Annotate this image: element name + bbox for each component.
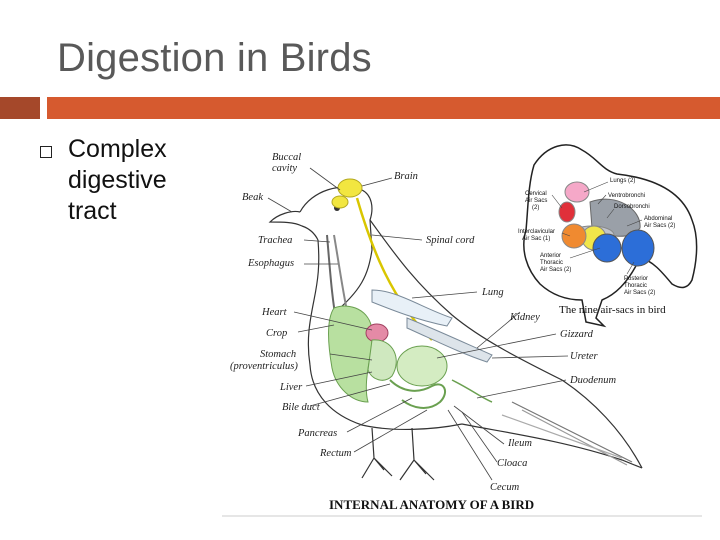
inset-label-anterior-2: Thoracic <box>540 260 563 266</box>
label-spinal-cord: Spinal cord <box>426 235 475 246</box>
label-lung: Lung <box>481 287 504 298</box>
inset-label-posterior-2: Thoracic <box>624 283 647 289</box>
air-sac-inset: Lungs (2) Ventrobronchi Cervical Air Sac… <box>518 144 698 328</box>
inset-label-cervical-3: (2) <box>532 205 539 211</box>
slide-title: Digestion in Birds <box>57 36 372 80</box>
bird-anatomy-illustration: Buccal cavity Brain Beak Trachea Spinal … <box>222 144 702 517</box>
label-buccal: Buccal <box>272 152 301 163</box>
label-ureter: Ureter <box>570 351 599 362</box>
inset-label-cervical-2: Air Sacs <box>525 198 547 204</box>
inset-label-abdominal-1: Abdominal <box>644 216 672 222</box>
label-kidney: Kidney <box>509 312 540 323</box>
inset-label-abdominal-2: Air Sacs (2) <box>644 223 675 229</box>
gizzard-shape <box>396 345 448 387</box>
label-beak: Beak <box>242 192 263 203</box>
label-brain: Brain <box>394 171 418 182</box>
inset-label-ventrobronchi: Ventrobronchi <box>608 193 645 199</box>
label-duodenum: Duodenum <box>569 375 616 386</box>
stomach-shape <box>367 339 397 381</box>
label-cavity: cavity <box>272 163 297 174</box>
bird-anatomy-figure: Buccal cavity Brain Beak Trachea Spinal … <box>222 140 720 518</box>
label-gizzard: Gizzard <box>560 329 594 340</box>
inset-label-interclavicular-1: Interclavicular <box>518 229 555 235</box>
title-accent-bar-left <box>0 97 40 119</box>
bullet-text: Complex digestive tract <box>68 135 167 225</box>
label-esophagus: Esophagus <box>247 258 294 269</box>
bullet-square-icon <box>40 146 52 158</box>
label-cloaca: Cloaca <box>497 458 527 469</box>
crop-shape <box>328 305 373 403</box>
inset-label-posterior-1: Posterior <box>624 276 648 282</box>
label-rectum: Rectum <box>319 448 352 459</box>
label-crop: Crop <box>266 328 287 339</box>
inset-label-dorsobronchi: Dorsobronchi <box>614 204 650 210</box>
lung-shape <box>371 289 453 327</box>
label-cecum: Cecum <box>490 482 520 493</box>
brain-shape <box>337 178 363 198</box>
intestine-shape <box>389 379 447 409</box>
heart-shape <box>365 323 389 343</box>
figure-caption: INTERNAL ANATOMY OF A BIRD <box>329 497 534 512</box>
inset-label-posterior-3: Air Sacs (2) <box>624 290 655 296</box>
title-accent-bar <box>47 97 720 119</box>
label-heart: Heart <box>261 307 288 318</box>
label-proventriculus: (proventriculus) <box>230 361 298 372</box>
inset-label-interclavicular-2: Air Sac (1) <box>522 236 550 242</box>
label-stomach: Stomach <box>260 349 296 360</box>
label-trachea: Trachea <box>258 235 292 246</box>
bird-body-outline <box>268 186 643 481</box>
label-ileum: Ileum <box>507 438 532 449</box>
inset-label-lungs: Lungs (2) <box>610 178 635 184</box>
label-leader-lines <box>267 167 569 481</box>
inset-caption: The nine air-sacs in bird <box>559 304 666 316</box>
inset-label-anterior-3: Air Sacs (2) <box>540 267 571 273</box>
label-bile-duct: Bile duct <box>282 402 321 413</box>
label-liver: Liver <box>279 382 303 393</box>
inset-label-anterior-1: Anterior <box>540 253 561 259</box>
inset-label-cervical-1: Cervical <box>525 191 547 197</box>
label-pancreas: Pancreas <box>297 428 337 439</box>
